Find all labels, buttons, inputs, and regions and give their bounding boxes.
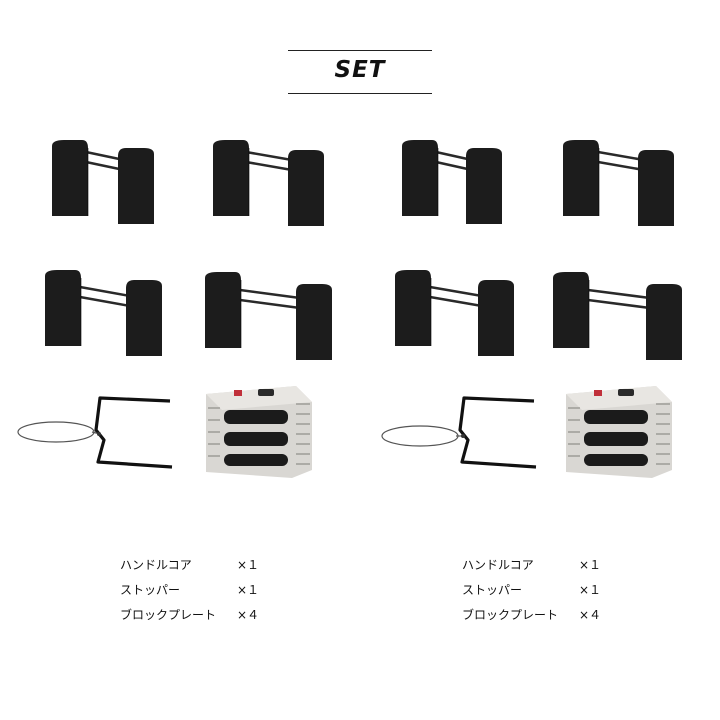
item-name: ストッパー — [120, 583, 181, 597]
title-bottom-rule — [288, 93, 432, 94]
item-name: ブロックプレート — [120, 608, 217, 622]
list-item: ブロックプレート ×４ — [120, 607, 270, 632]
item-name: ハンドルコア — [462, 558, 534, 572]
list-item: ハンドルコア ×１ — [120, 557, 270, 582]
block-plate-6 — [562, 139, 674, 226]
item-name: ストッパー — [462, 583, 523, 597]
title-top-rule — [288, 50, 432, 51]
block-plate-1 — [51, 139, 154, 224]
block-plate-8 — [552, 271, 682, 360]
block-plate-2 — [212, 139, 324, 226]
block-plate-5 — [401, 139, 502, 224]
contents-list-right: ハンドルコア ×１ ストッパー ×１ ブロックプレート ×４ — [462, 557, 612, 632]
item-quantity: ×４ — [237, 608, 260, 622]
item-name: ブロックプレート — [462, 608, 559, 622]
block-plate-3 — [44, 269, 162, 356]
page-title: SET — [334, 57, 386, 83]
item-quantity: ×１ — [237, 558, 260, 572]
item-quantity: ×１ — [579, 558, 602, 572]
item-quantity: ×４ — [579, 608, 602, 622]
title-block: SET — [288, 50, 432, 94]
item-name: ハンドルコア — [120, 558, 192, 572]
item-quantity: ×１ — [579, 583, 602, 597]
list-item: ブロックプレート ×４ — [462, 607, 612, 632]
list-item: ストッパー ×１ — [120, 582, 270, 607]
contents-list-left: ハンドルコア ×１ ストッパー ×１ ブロックプレート ×４ — [120, 557, 270, 632]
stopper-left — [17, 396, 173, 469]
block-plate-4 — [204, 271, 332, 360]
stopper-right — [381, 396, 537, 469]
handle-core-right — [566, 386, 672, 478]
item-quantity: ×１ — [237, 583, 260, 597]
handle-core-left — [206, 386, 312, 478]
list-item: ハンドルコア ×１ — [462, 557, 612, 582]
list-item: ストッパー ×１ — [462, 582, 612, 607]
block-plate-7 — [394, 269, 514, 356]
